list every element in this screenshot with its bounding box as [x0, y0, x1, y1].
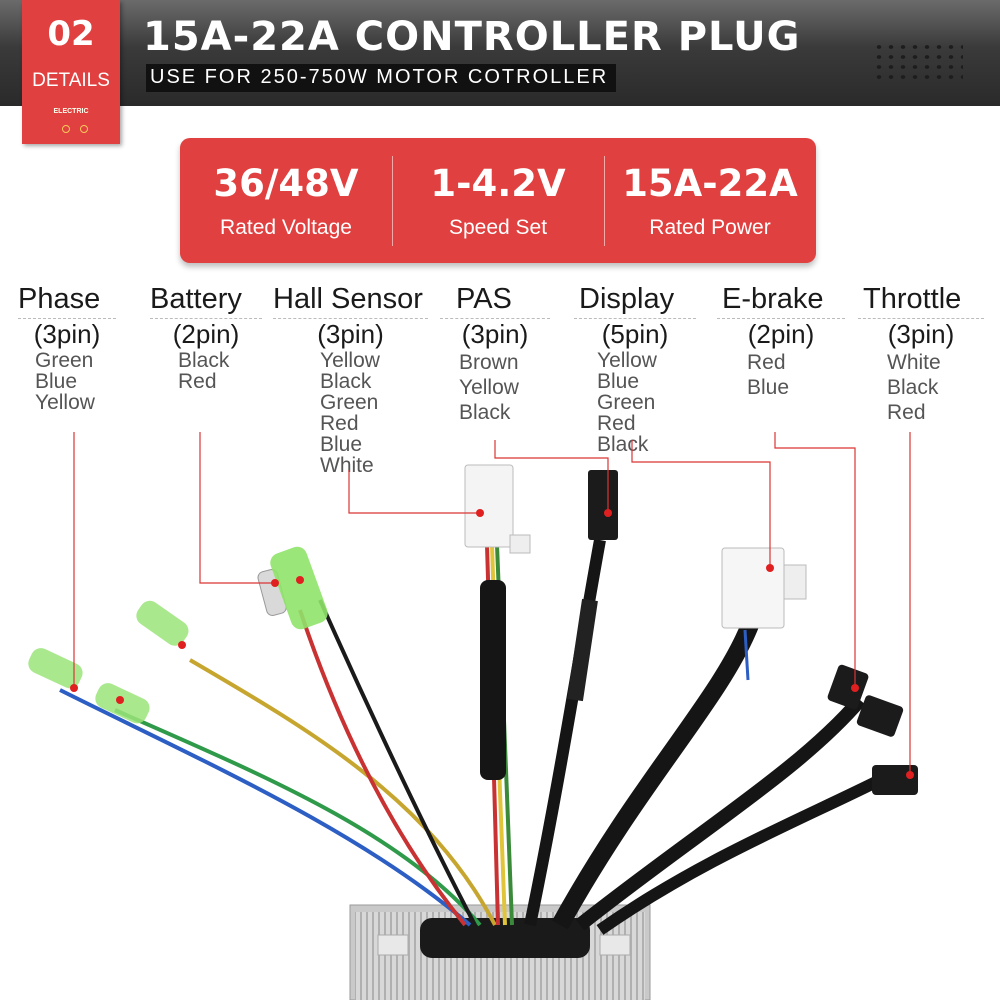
connector-name: Throttle	[863, 283, 962, 315]
wire-color: Green	[35, 349, 94, 372]
page-subtitle: USE FOR 250-750W MOTOR COTROLLER	[150, 66, 609, 88]
page-title: 15A-22A CONTROLLER PLUG	[143, 14, 801, 60]
spec-divider	[604, 156, 605, 246]
spec-speed-set: 1-4.2V Speed Set	[392, 138, 604, 263]
wire-color: Brown	[459, 351, 519, 374]
badge-brand: ELECTRIC	[53, 108, 89, 115]
wire-color: Black	[178, 349, 230, 372]
dashed-rule	[717, 318, 845, 319]
e-brake-cable	[575, 695, 866, 931]
badge-label: DETAILS	[32, 70, 110, 91]
subtitle-bar	[146, 64, 616, 92]
connector-name: Display	[579, 283, 675, 315]
wire-color: Red	[887, 401, 926, 425]
wire-color: Yellow	[320, 349, 380, 372]
wire-color: Yellow	[597, 349, 657, 372]
wire-color: Red	[320, 412, 359, 435]
wire-list: Brown Yellow Black	[440, 350, 550, 426]
wire-color: Black	[320, 370, 372, 393]
connector-pins: (2pin)	[172, 319, 240, 349]
throttle-plug	[872, 765, 918, 795]
leader-lines	[73, 432, 911, 775]
connector-pins: (3pin)	[33, 319, 101, 349]
spec-panel: 36/48V Rated Voltage 1-4.2V Speed Set 15…	[180, 138, 816, 263]
wire-color: Red	[178, 370, 217, 393]
connector-name: Battery	[150, 283, 242, 315]
wire-color: White	[320, 454, 374, 477]
wire-color: Yellow	[459, 376, 519, 400]
phase-wires	[59, 658, 497, 927]
dashed-rule	[574, 318, 696, 319]
wire-list: Black Red	[150, 350, 262, 392]
wire-color: Blue	[35, 370, 78, 393]
dashed-rule	[273, 318, 428, 319]
connector-pins: (3pin)	[461, 319, 529, 349]
wire-list: Yellow Black Green Red Blue White	[273, 350, 428, 476]
throttle-cable	[596, 774, 883, 935]
wire-color: Black	[887, 376, 939, 400]
spec-label: Speed Set	[448, 216, 548, 239]
wire-color: Yellow	[35, 391, 95, 414]
dot-pattern-decoration	[873, 42, 963, 84]
battery-terminals	[257, 546, 328, 630]
connector-pins: (5pin)	[601, 319, 669, 349]
badge-dots-decoration	[62, 120, 98, 138]
controller-box	[349, 904, 651, 1000]
wire-color: Black	[459, 401, 511, 425]
spec-divider	[392, 156, 393, 246]
phase-terminals	[28, 600, 189, 724]
wire-color: Green	[597, 391, 656, 414]
dashed-rule	[440, 318, 550, 319]
connector-name: Hall Sensor	[273, 283, 423, 315]
wire-color: Green	[320, 391, 379, 414]
wire-color: White	[887, 351, 941, 374]
dashed-rule	[150, 318, 262, 319]
spec-rated-voltage: 36/48V Rated Voltage	[180, 138, 392, 263]
connector-hall-sensor: Hall Sensor (3pin) Yellow Black Green Re…	[273, 283, 428, 476]
hall-sensor-plug	[464, 464, 531, 554]
connector-pas: PAS (3pin) Brown Yellow Black	[440, 283, 550, 426]
connector-display: Display (5pin) Yellow Blue Green Red Bla…	[574, 283, 696, 455]
dashed-rule	[858, 318, 984, 319]
connector-e-brake: E-brake (2pin) Red Blue	[717, 283, 845, 400]
pas-plug	[588, 470, 618, 540]
spec-rated-power: 15A-22A Rated Power	[604, 138, 816, 263]
spec-value: 1-4.2V	[430, 162, 566, 205]
battery-wires	[298, 599, 477, 927]
wire-color: Red	[597, 412, 636, 435]
header-banner: 15A-22A CONTROLLER PLUG USE FOR 250-750W…	[0, 0, 1000, 106]
spec-label: Rated Power	[649, 216, 771, 239]
e-brake-plugs	[827, 664, 904, 737]
section-badge: 02 DETAILS ELECTRIC	[22, 0, 120, 144]
connector-battery: Battery (2pin) Black Red	[150, 283, 262, 392]
connector-pins: (3pin)	[317, 319, 384, 349]
badge-number: 02	[47, 14, 95, 54]
connector-pins: (3pin)	[887, 319, 955, 349]
connector-name: E-brake	[722, 283, 824, 315]
pas-cable	[524, 538, 606, 927]
display-cable	[552, 621, 759, 930]
dashed-rule	[18, 318, 116, 319]
connector-name: Phase	[18, 283, 101, 315]
spec-value: 36/48V	[213, 162, 359, 205]
wire-color: Blue	[320, 433, 363, 456]
wire-color: Blue	[597, 370, 640, 393]
connector-pins: (2pin)	[747, 319, 815, 349]
leader-dots	[70, 509, 914, 779]
connector-throttle: Throttle (3pin) White Black Red	[858, 283, 984, 426]
wire-list: Green Blue Yellow	[18, 350, 116, 413]
connector-name: PAS	[456, 283, 512, 315]
spec-value: 15A-22A	[622, 162, 798, 205]
wire-color: Black	[597, 433, 649, 456]
spec-label: Rated Voltage	[220, 216, 352, 239]
wire-list: Yellow Blue Green Red Black	[574, 350, 696, 455]
wire-list: White Black Red	[858, 350, 984, 426]
wire-list: Red Blue	[717, 350, 845, 400]
display-plug	[721, 547, 807, 629]
hall-sensor-cable	[480, 544, 514, 926]
connector-phase: Phase (3pin) Green Blue Yellow	[18, 283, 116, 413]
wire-color: Red	[747, 351, 786, 374]
wire-color: Blue	[747, 376, 790, 400]
